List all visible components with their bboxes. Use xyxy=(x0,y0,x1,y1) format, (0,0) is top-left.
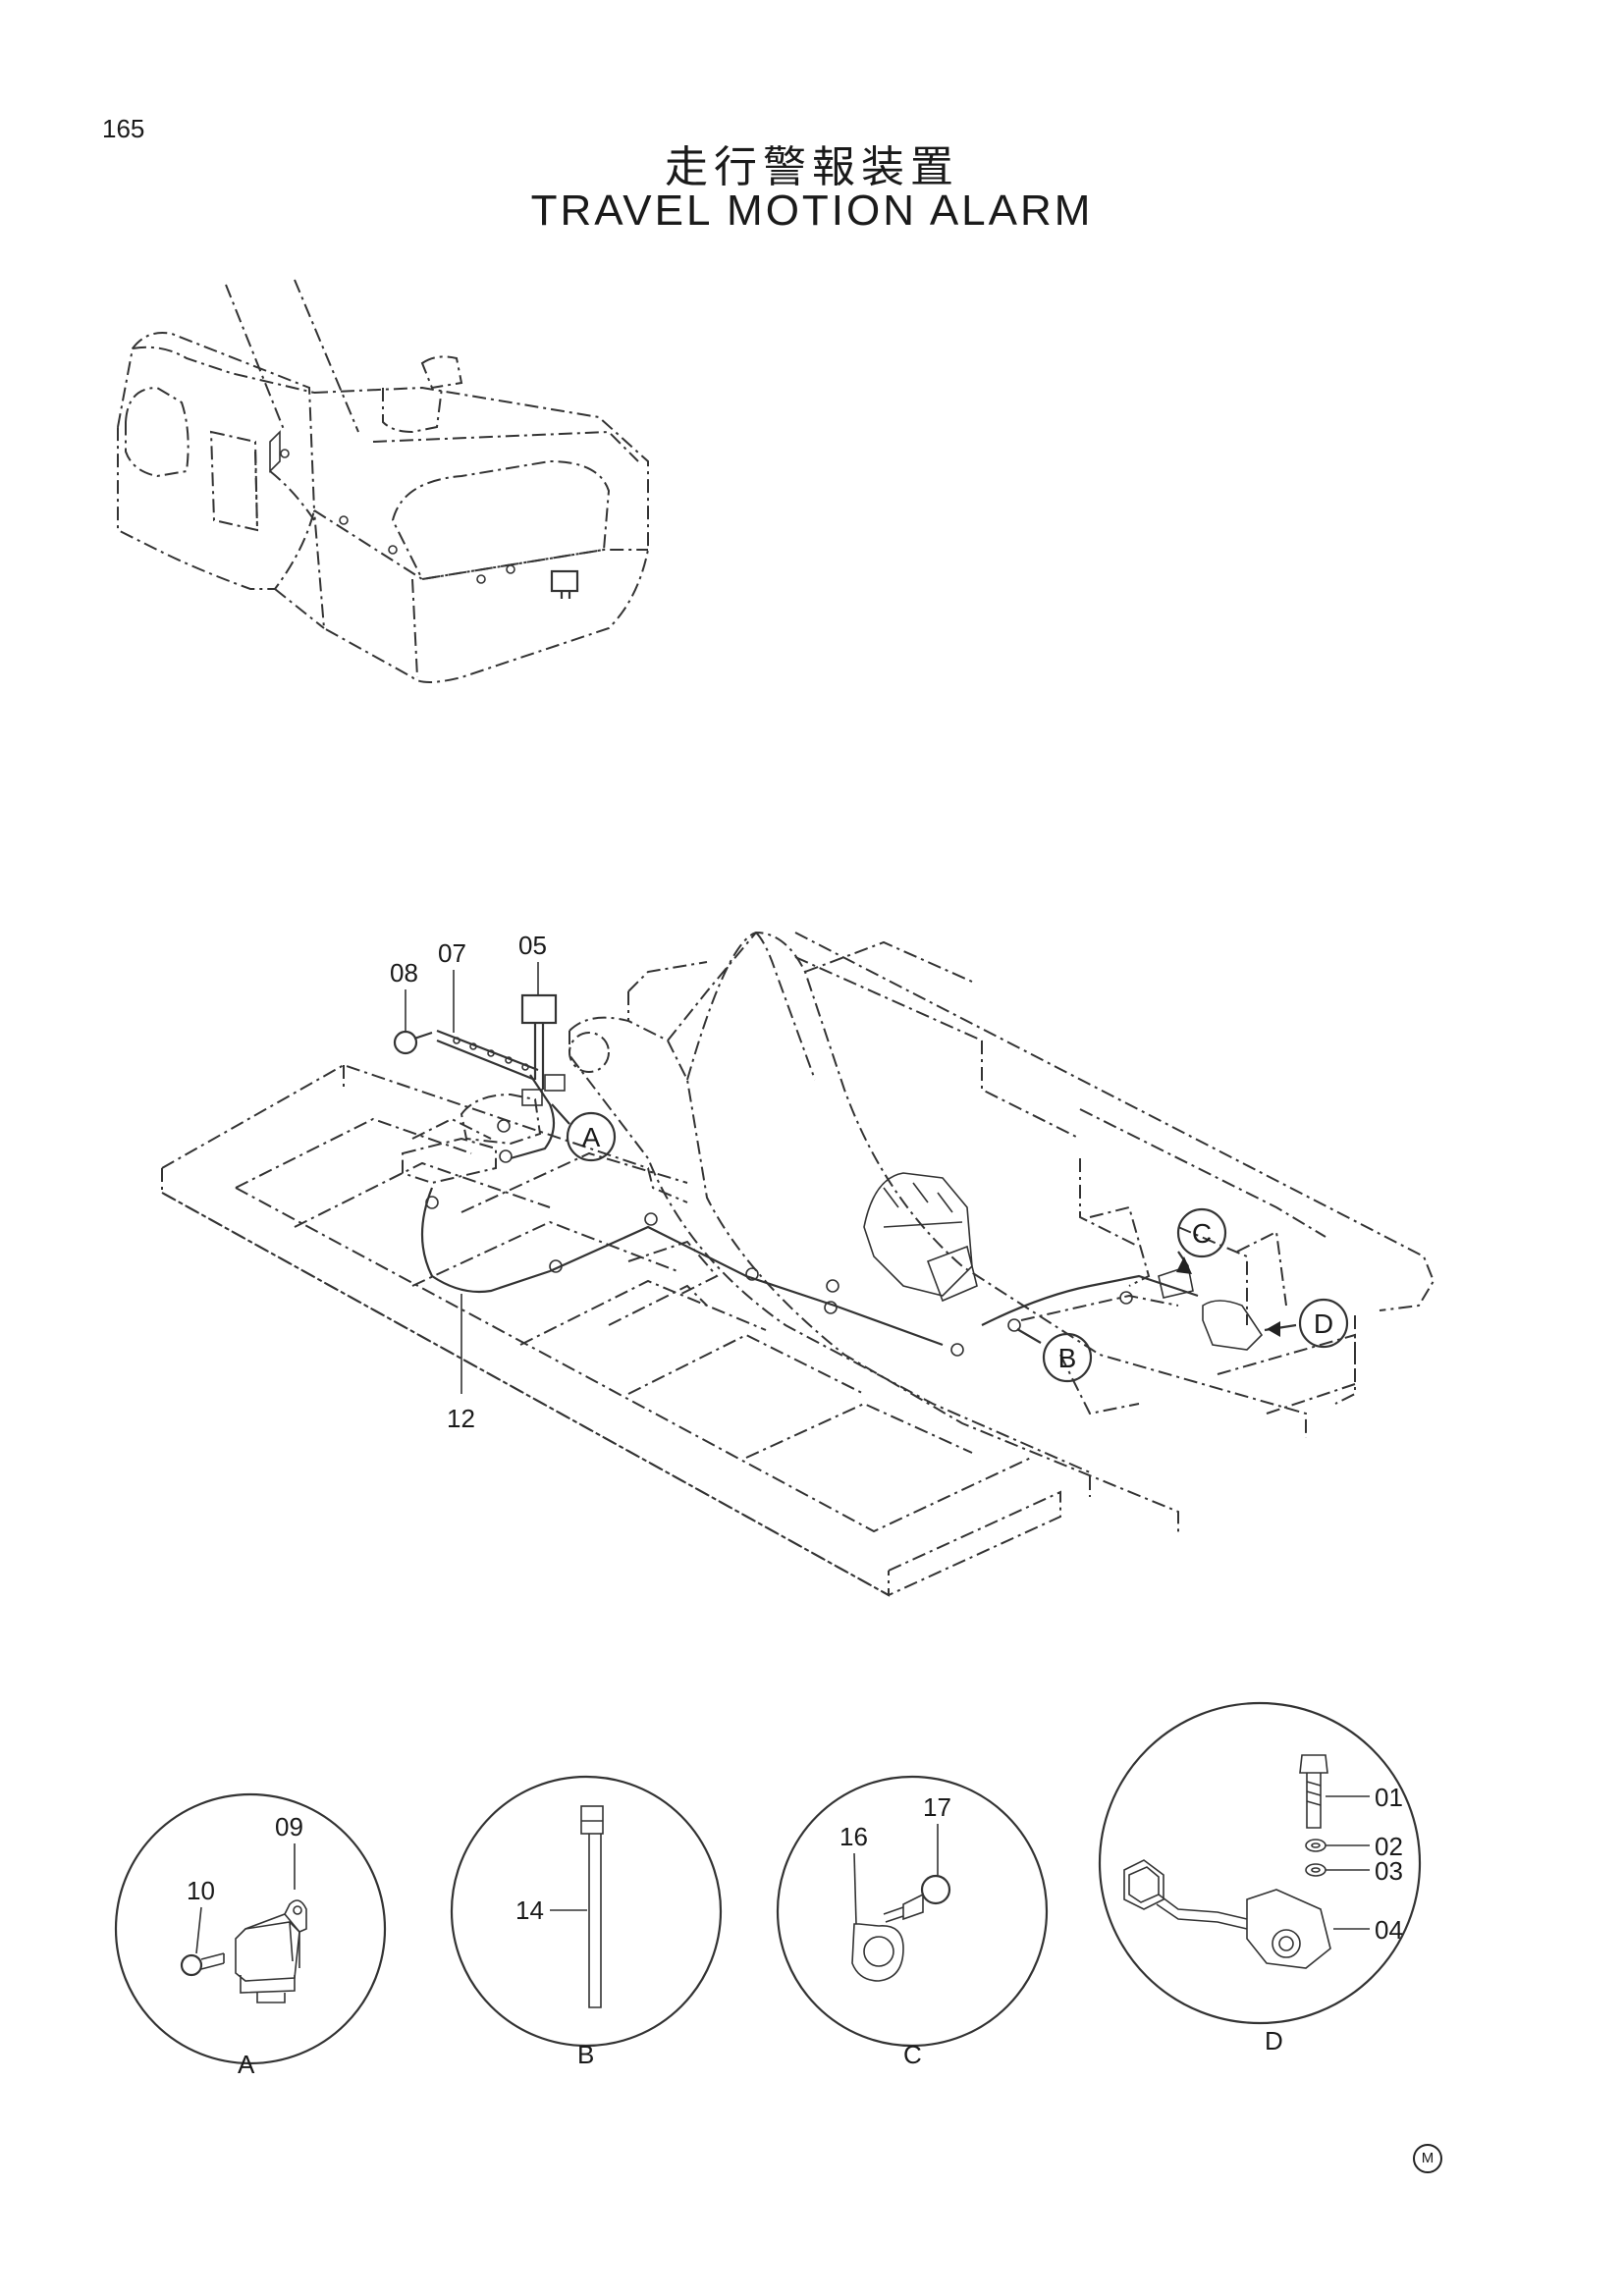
detail-d: 01 02 03 04 D xyxy=(1098,1701,1422,2056)
svg-text:D: D xyxy=(1265,2026,1283,2056)
svg-text:12: 12 xyxy=(447,1404,475,1433)
callout-b: B xyxy=(1016,1328,1093,1383)
callout-c: C xyxy=(1176,1207,1227,1274)
svg-text:05: 05 xyxy=(518,931,547,960)
svg-text:D: D xyxy=(1314,1308,1333,1339)
title-japanese: 走行警報装置 xyxy=(665,142,959,192)
part-label-08: 08 xyxy=(390,958,418,1031)
excavator-overview xyxy=(117,279,649,683)
manufacturer-mark: M xyxy=(1413,2144,1442,2173)
detail-b: 14 B xyxy=(450,1775,723,2069)
page-number: 165 xyxy=(102,114,145,143)
undercarriage-frame xyxy=(161,931,1435,1597)
svg-text:01: 01 xyxy=(1375,1783,1403,1812)
svg-text:14: 14 xyxy=(515,1896,544,1925)
title-english: TRAVEL MOTION ALARM xyxy=(530,187,1094,235)
svg-text:02: 02 xyxy=(1375,1832,1403,1861)
detail-c: 17 16 C xyxy=(776,1775,1049,2069)
part-label-12: 12 xyxy=(447,1294,475,1433)
svg-text:03: 03 xyxy=(1375,1856,1403,1886)
part-label-05: 05 xyxy=(518,931,547,995)
detail-a: 09 10 A xyxy=(114,1792,387,2079)
svg-text:17: 17 xyxy=(923,1792,951,1822)
svg-text:08: 08 xyxy=(390,958,418,988)
svg-text:C: C xyxy=(903,2040,922,2069)
svg-text:09: 09 xyxy=(275,1812,303,1842)
callout-d: D xyxy=(1264,1298,1349,1349)
svg-text:04: 04 xyxy=(1375,1915,1403,1945)
svg-text:A: A xyxy=(238,2050,255,2079)
svg-text:16: 16 xyxy=(839,1822,868,1851)
callout-a: A xyxy=(551,1103,617,1162)
svg-text:07: 07 xyxy=(438,938,466,968)
svg-text:B: B xyxy=(577,2040,594,2069)
svg-text:C: C xyxy=(1192,1218,1212,1249)
svg-text:A: A xyxy=(582,1122,601,1152)
svg-text:10: 10 xyxy=(187,1876,215,1905)
part-label-07: 07 xyxy=(438,938,466,1033)
svg-text:B: B xyxy=(1058,1343,1077,1373)
